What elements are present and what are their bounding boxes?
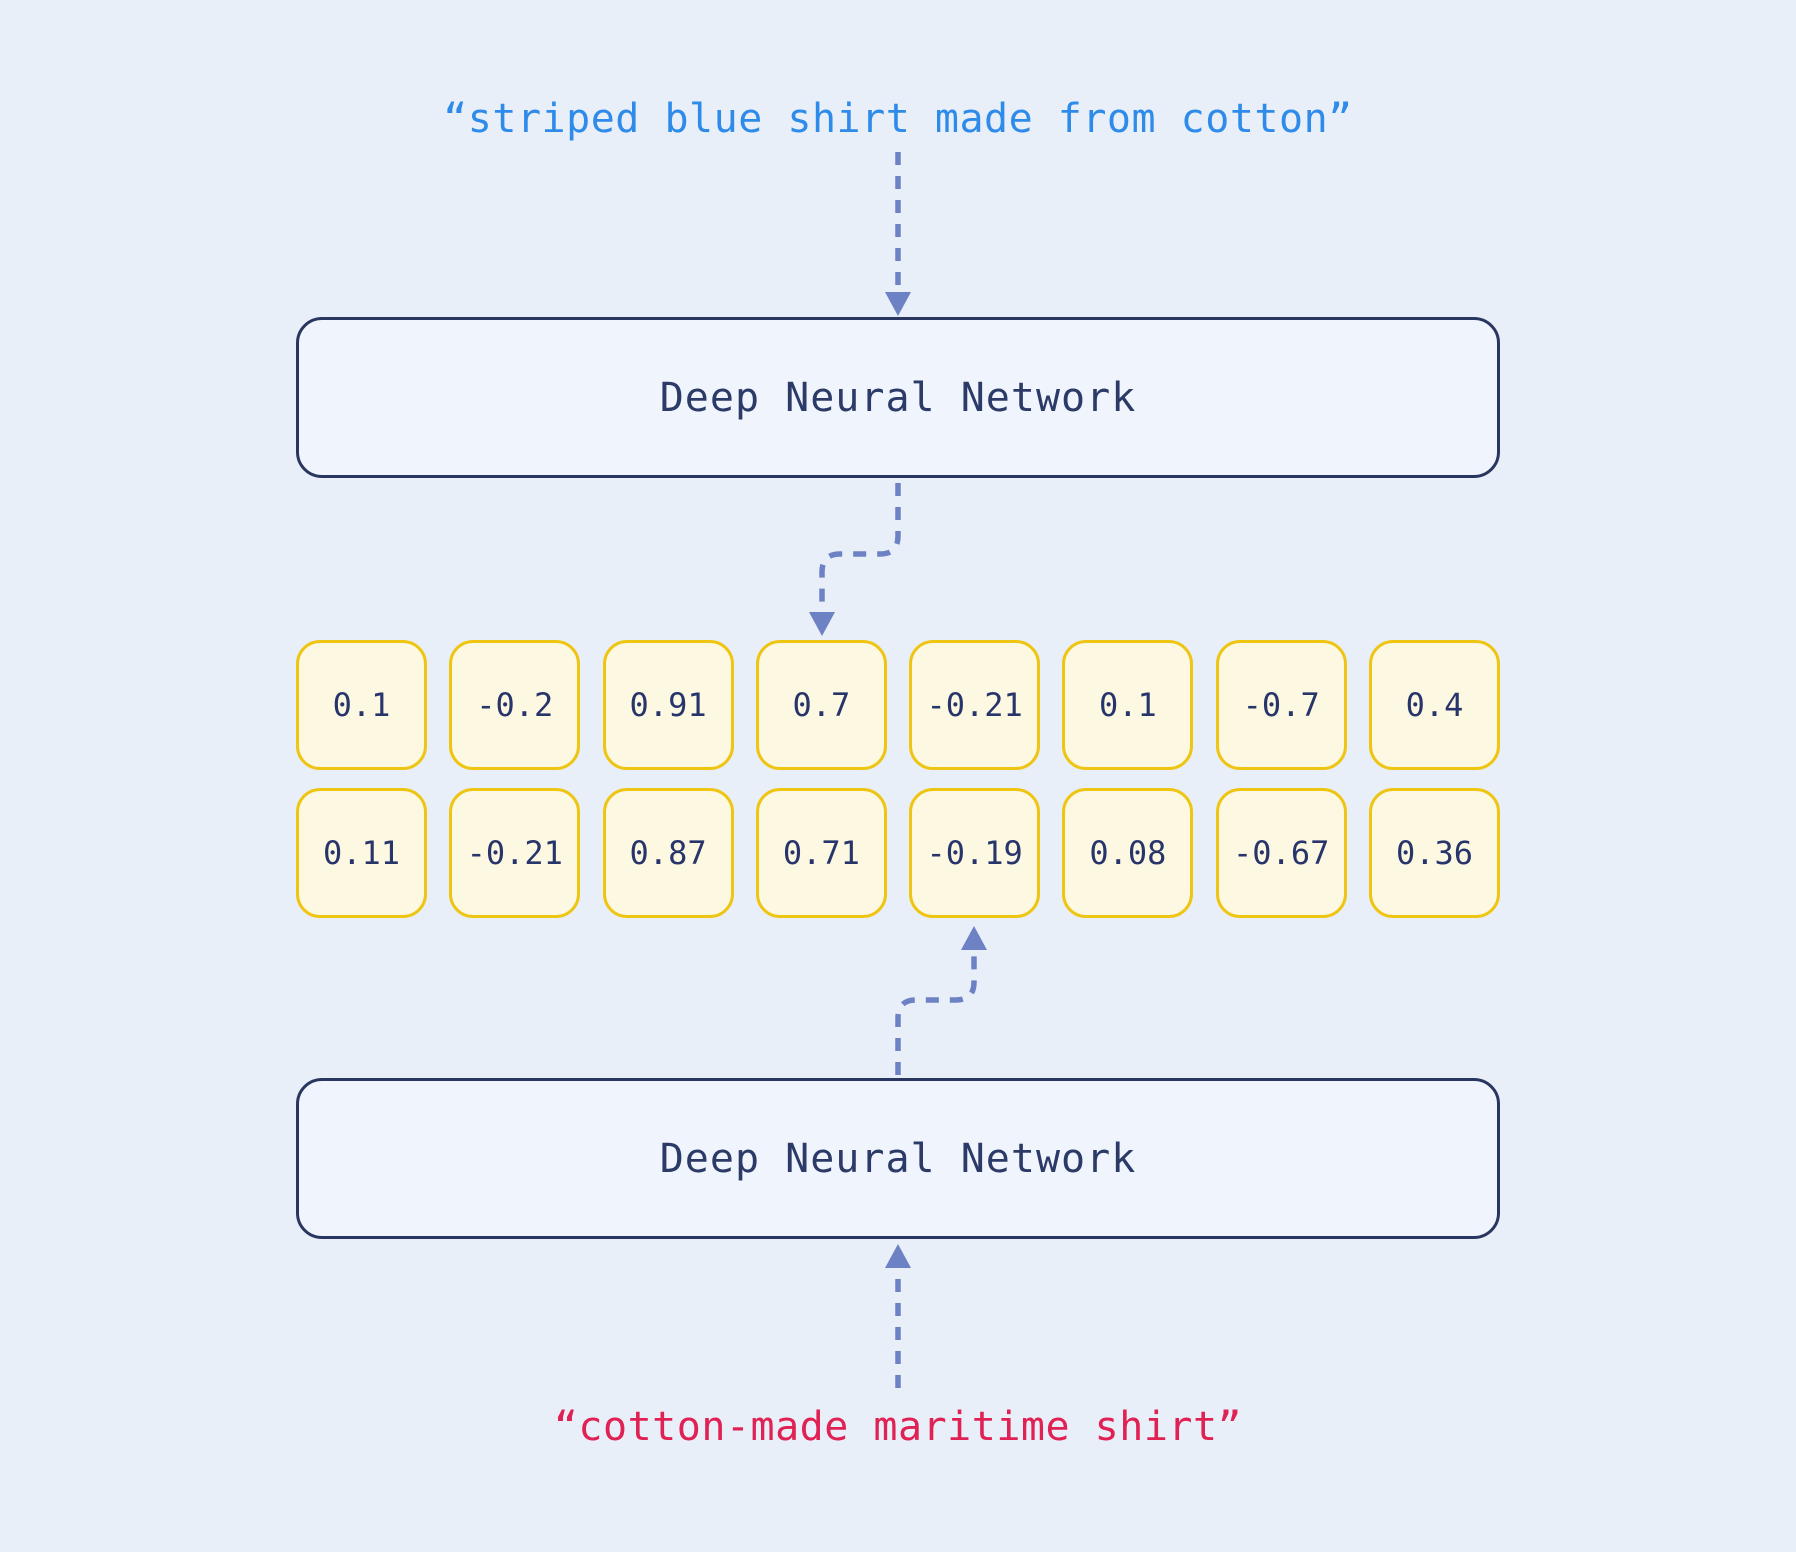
embedding-cell: 0.71 (755, 788, 887, 918)
query-text-top: “striped blue shirt made from cotton” (443, 96, 1353, 142)
embedding-cell: 0.08 (1062, 788, 1194, 918)
embedding-cell: 0.4 (1368, 640, 1500, 770)
embedding-cell: -0.21 (909, 640, 1041, 770)
embedding-cell: 0.87 (602, 788, 734, 918)
embedding-cell: 0.7 (755, 640, 887, 770)
embedding-cell: -0.7 (1215, 640, 1347, 770)
embedding-cell: 0.36 (1368, 788, 1500, 918)
embedding-row-2: 0.11 -0.21 0.87 0.71 -0.19 0.08 -0.67 0.… (296, 788, 1500, 918)
embedding-cell: 0.91 (602, 640, 734, 770)
embedding-cell: -0.67 (1215, 788, 1347, 918)
network-label-bottom: Deep Neural Network (659, 1135, 1137, 1182)
embedding-cell: 0.1 (1062, 640, 1194, 770)
embedding-row-1: 0.1 -0.2 0.91 0.7 -0.21 0.1 -0.7 0.4 (296, 640, 1500, 770)
embedding-cell: -0.2 (449, 640, 581, 770)
network-box-top: Deep Neural Network (296, 317, 1500, 478)
dashed-arrow-encoder-top-to-embedding-icon (809, 483, 901, 636)
embedding-cell: -0.19 (909, 788, 1041, 918)
dashed-arrow-query-bottom-to-encoder-bottom-icon (885, 1244, 911, 1388)
embedding-cell: -0.21 (449, 788, 581, 918)
embedding-cell: 0.11 (296, 788, 427, 918)
network-label-top: Deep Neural Network (659, 374, 1137, 421)
network-box-bottom: Deep Neural Network (296, 1078, 1500, 1239)
query-text-bottom: “cotton-made maritime shirt” (553, 1404, 1243, 1450)
dashed-arrow-encoder-bottom-to-embedding-icon (895, 926, 987, 1075)
dashed-arrow-query-top-to-encoder-top-icon (885, 152, 911, 316)
embedding-cell: 0.1 (296, 640, 427, 770)
